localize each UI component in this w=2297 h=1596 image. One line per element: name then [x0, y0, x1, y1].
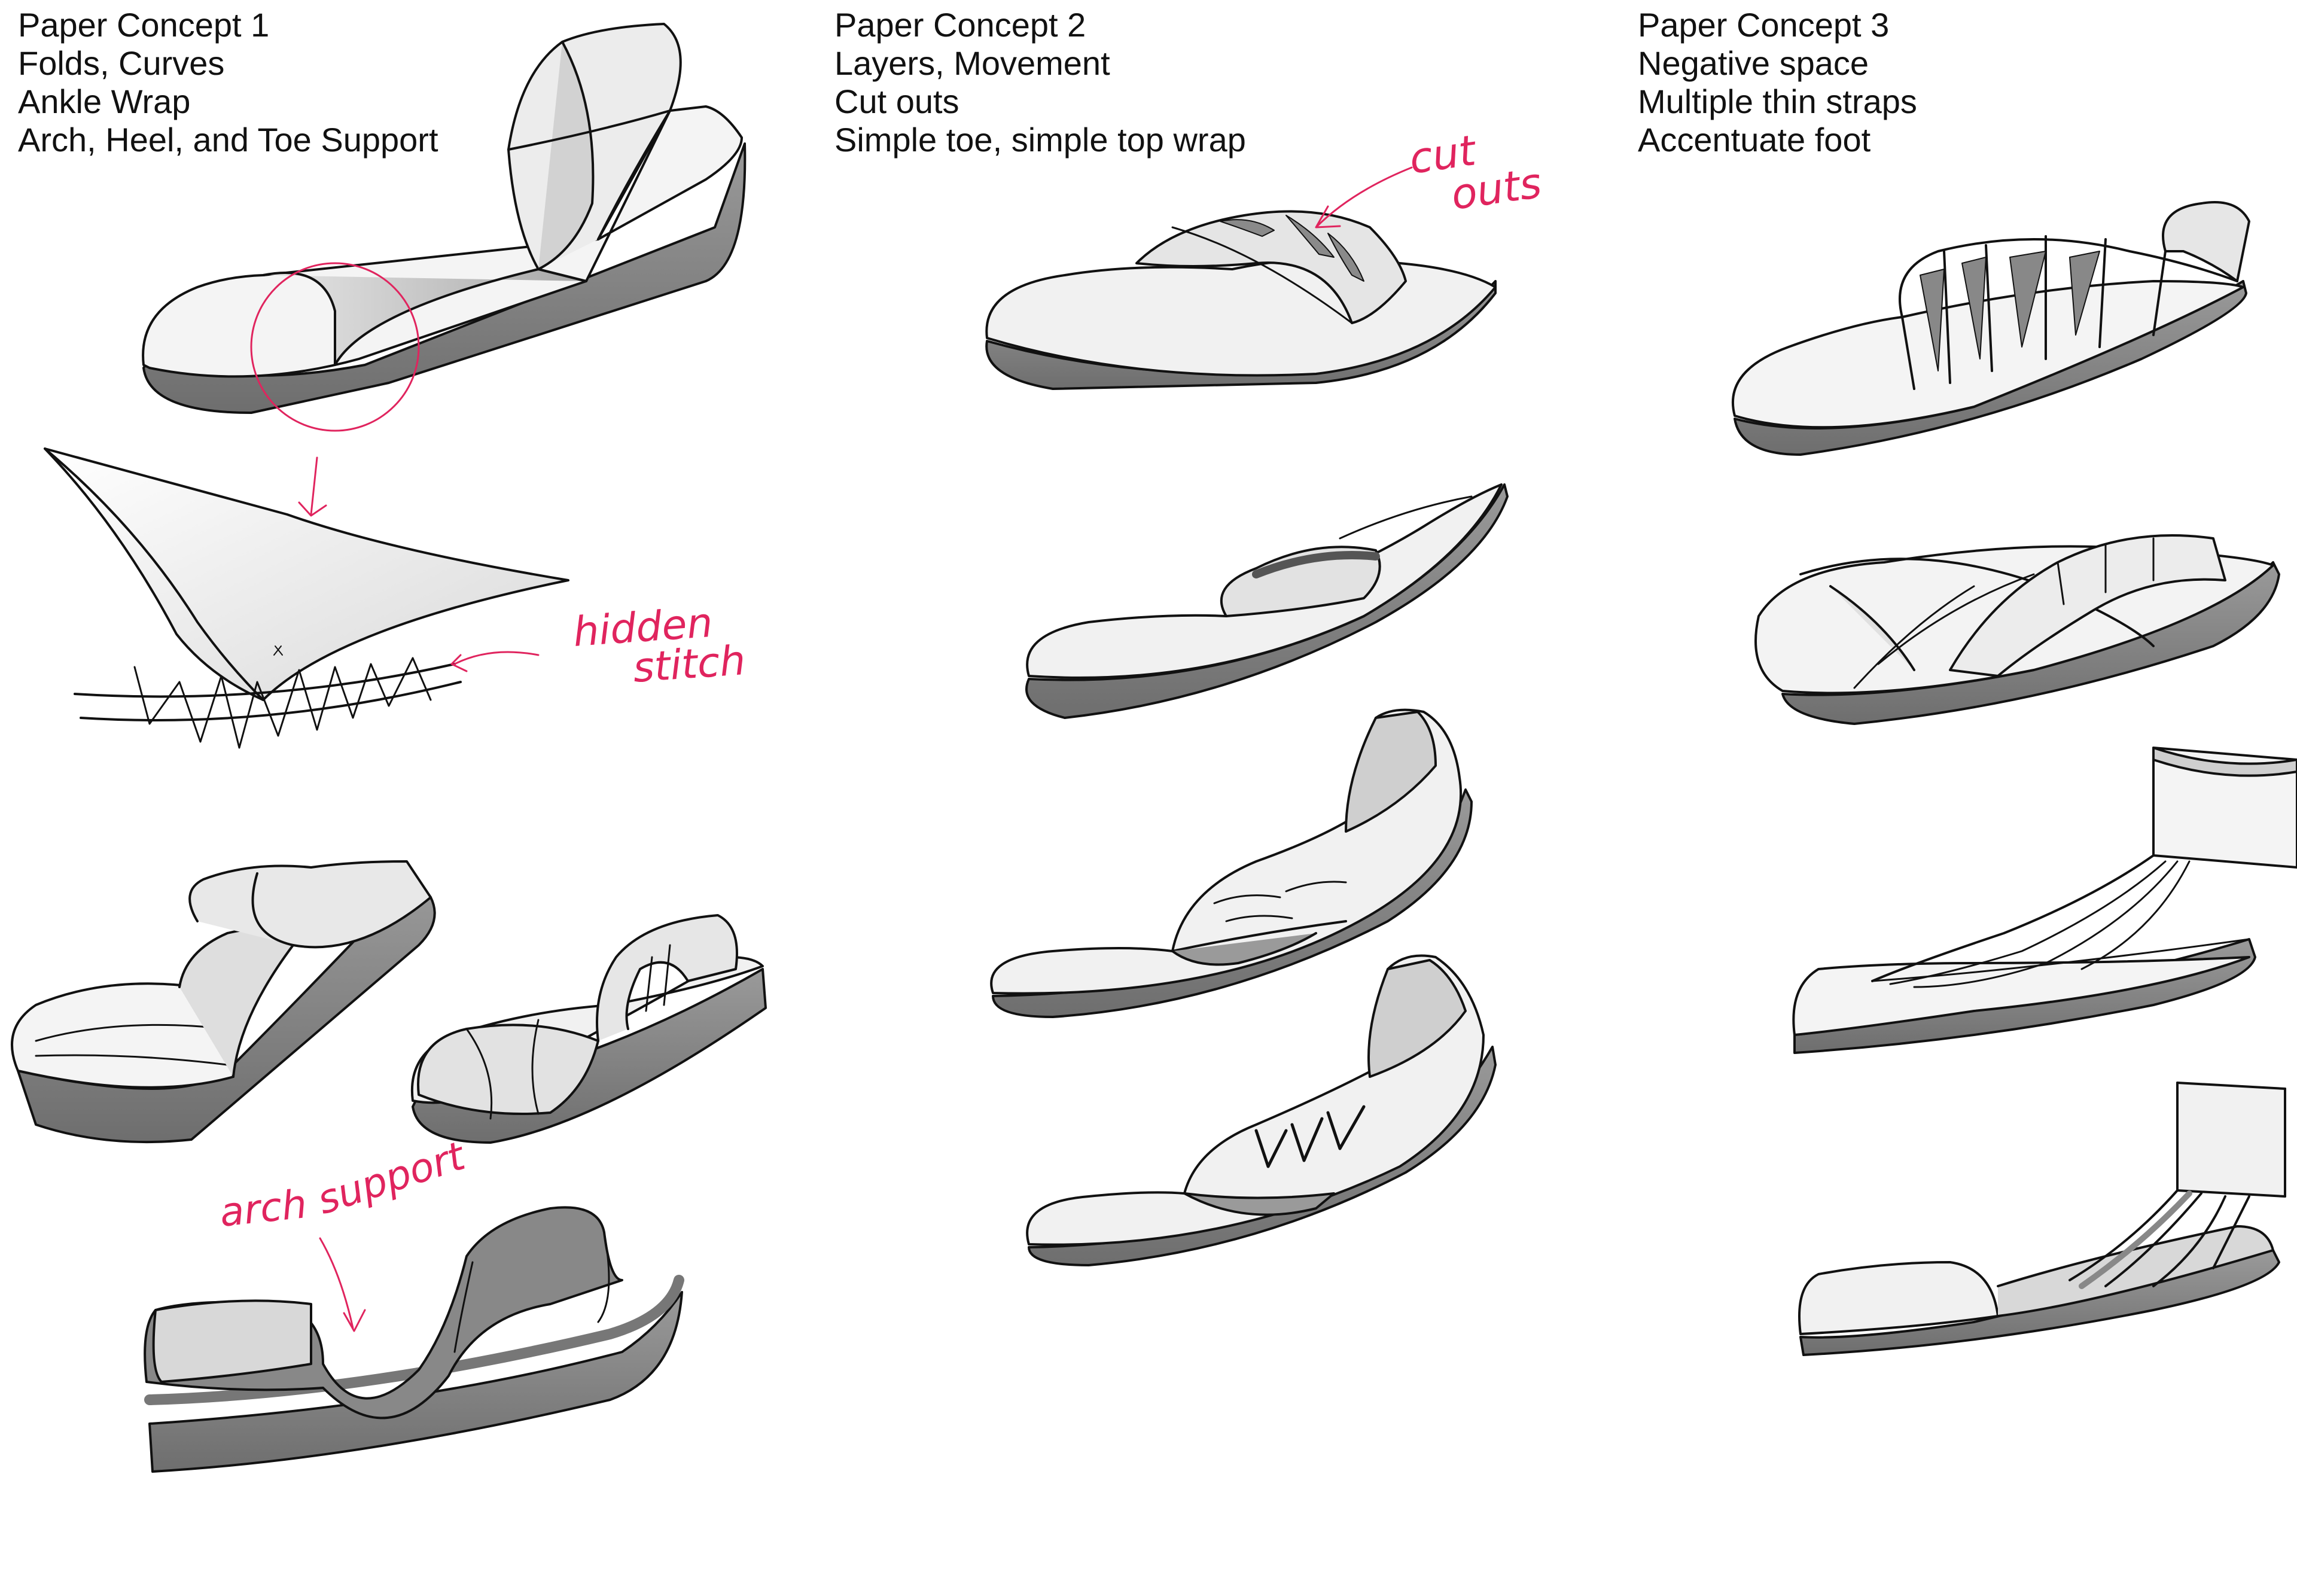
concept-3-sandal-crossed	[1754, 534, 2280, 725]
concept-1-sandal-ankle-wrap	[142, 23, 747, 432]
concept-1-title: Paper Concept 1	[18, 6, 270, 44]
annotation-cut-outs-line-1: cut	[1406, 126, 1480, 184]
concept-3-line-2: Multiple thin straps	[1638, 83, 1917, 120]
concept-3-heading: Paper Concept 3 Negative space Multiple …	[1638, 6, 1917, 159]
concept-1-sandal-arch	[144, 1206, 684, 1473]
concept-2-slide-cutouts	[985, 210, 1497, 390]
concept-3-line-1: Negative space	[1638, 44, 1869, 82]
concept-2-line-1: Layers, Movement	[834, 44, 1110, 82]
concept-3-line-3: Accentuate foot	[1638, 121, 1871, 159]
concept-3-sandal-straps	[1731, 201, 2250, 456]
concept-1-line-3: Arch, Heel, and Toe Support	[18, 121, 438, 159]
concept-3-title: Paper Concept 3	[1638, 6, 1890, 44]
annotation-arch-support-line-2: support	[312, 1132, 471, 1223]
concept-1-sandal-open	[410, 914, 767, 1144]
concept-2-line-3: Simple toe, simple top wrap	[834, 121, 1246, 159]
concept-1-line-1: Folds, Curves	[18, 44, 225, 82]
concept-1-heading: Paper Concept 1 Folds, Curves Ankle Wrap…	[18, 6, 438, 159]
concept-3-sandal-ankle-cuff	[1792, 747, 2297, 1054]
concept-1-sandal-wedge	[11, 860, 436, 1144]
arch-arrow	[319, 1237, 366, 1332]
concept-1-line-2: Ankle Wrap	[18, 83, 191, 120]
detail-arrow	[298, 456, 327, 517]
concept-2-title: Paper Concept 2	[834, 6, 1086, 44]
concept-2-slide-layers	[1025, 483, 1509, 719]
concept-2-shoe-cutouts	[1026, 954, 1497, 1266]
annotation-cut-outs: cut outs	[1406, 126, 1544, 220]
concept-1-stitch-detail	[44, 447, 569, 749]
annotation-arch-support: arch support	[218, 1132, 471, 1236]
annotation-hidden-stitch-line-1: hidden	[572, 599, 714, 656]
concept-2-heading: Paper Concept 2 Layers, Movement Cut out…	[834, 6, 1246, 159]
annotation-hidden-stitch: hidden stitch	[572, 599, 747, 692]
concept-2-shoe-wrap	[990, 708, 1473, 1018]
annotation-hidden-stitch-line-2: stitch	[632, 637, 747, 692]
concept-2-line-2: Cut outs	[834, 83, 959, 120]
annotation-arch-support-line-1: arch	[218, 1181, 309, 1236]
concept-3-sandal-cuff-straps	[1798, 1082, 2286, 1356]
